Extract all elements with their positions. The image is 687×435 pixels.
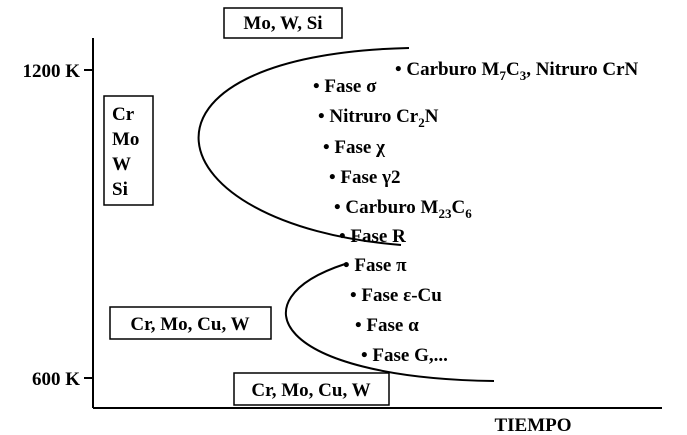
phase-text: Carburo M: [345, 197, 438, 218]
phase-text: Fase γ2: [340, 167, 400, 188]
lower-curve-phases-label: • Fase ε-Cu: [350, 285, 442, 306]
upper-curve-phases-label: • Fase σ: [313, 76, 377, 97]
phase-bullet: •: [329, 167, 340, 188]
phase-text: Carburo M: [406, 59, 499, 80]
phase-text: C: [451, 197, 465, 218]
upper-curve-phases-label: • Nitruro Cr2N: [318, 106, 439, 130]
phase-text: C: [506, 59, 520, 80]
top-element-box: [223, 7, 343, 39]
phase-text: Fase σ: [324, 76, 377, 97]
top-element-box-label: Mo, W, Si: [243, 13, 322, 34]
bottom-left-element-box-label: Cr, Mo, Cu, W: [130, 314, 249, 335]
phase-bullet: •: [355, 315, 366, 336]
phase-bullet: •: [313, 76, 324, 97]
phase-bullet: •: [350, 285, 361, 306]
phase-bullet: •: [334, 197, 345, 218]
phase-subscript: 23: [438, 206, 452, 221]
upper-curve-phases-label: • Fase R: [339, 226, 406, 247]
lower-curve-phases-label: • Fase π: [343, 255, 407, 276]
left-element-box: [103, 95, 154, 206]
bottom-center-element-box: [233, 372, 390, 406]
upper-curve-phases-label: • Fase χ: [323, 137, 385, 158]
phase-subscript: 7: [499, 68, 506, 83]
phase-bullet: •: [343, 255, 354, 276]
bottom-left-element-box: [109, 306, 272, 340]
left-element-w: W: [112, 154, 131, 175]
phase-text: Fase π: [354, 255, 407, 276]
phase-text: N: [425, 106, 439, 127]
phase-text: Fase α: [366, 315, 419, 336]
upper-curve-phases-label: • Fase γ2: [329, 167, 400, 188]
upper-curve-phases-label: • Carburo M23C6: [334, 197, 472, 221]
phase-bullet: •: [395, 59, 406, 80]
phase-text: Fase G,...: [372, 345, 447, 366]
x-axis-label: TIEMPO: [494, 415, 571, 435]
y-tick-label-600k: 600 K: [32, 369, 80, 390]
phase-labels: • Carburo M7C3, Nitruro CrN• Fase σ• Nit…: [313, 59, 639, 366]
phase-bullet: •: [318, 106, 329, 127]
upper-c-curve: [197, 47, 410, 246]
phase-bullet: •: [339, 226, 350, 247]
lower-curve-phases-label: • Fase α: [355, 315, 419, 336]
phase-bullet: •: [361, 345, 372, 366]
y-tick-label-1200k: 1200 K: [22, 61, 80, 82]
lower-c-curve: [285, 263, 495, 382]
phase-subscript: 3: [520, 68, 527, 83]
phase-text: Nitruro Cr: [329, 106, 418, 127]
left-element-si: Si: [112, 179, 128, 200]
left-element-mo: Mo: [112, 129, 139, 150]
phase-bullet: •: [323, 137, 334, 158]
left-element-cr: Cr: [112, 104, 135, 125]
upper-curve-phases-label: • Carburo M7C3, Nitruro CrN: [395, 59, 639, 83]
phase-subscript: 6: [465, 206, 472, 221]
lower-curve-phases-label: • Fase G,...: [361, 345, 448, 366]
phase-text: , Nitruro CrN: [526, 59, 638, 80]
phase-subscript: 2: [418, 115, 425, 130]
bottom-center-element-box-label: Cr, Mo, Cu, W: [251, 380, 370, 401]
phase-text: Fase ε-Cu: [361, 285, 442, 306]
phase-text: Fase χ: [334, 137, 385, 158]
phase-text: Fase R: [350, 226, 406, 247]
